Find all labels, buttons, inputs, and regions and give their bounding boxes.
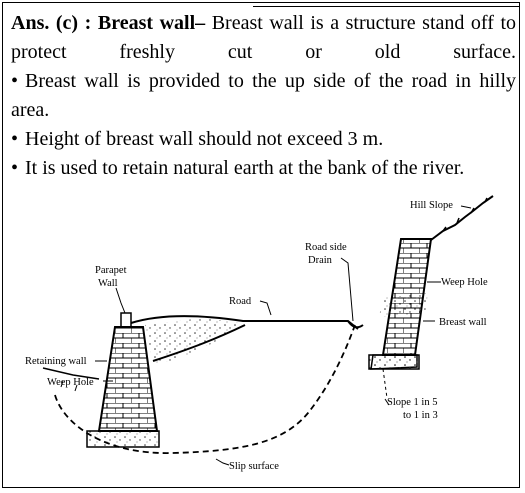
label-road-side-drain-line2: Drain — [308, 255, 333, 266]
label-slip-surface: Slip surface — [229, 461, 279, 472]
bullet-text: Breast wall is provided to the up side o… — [11, 70, 516, 121]
label-parapet-wall-line1: Parapet — [95, 265, 127, 276]
label-weep-hole-left: Weep Hole — [47, 377, 94, 388]
bullet-text: Height of breast wall should not exceed … — [25, 128, 384, 150]
breast-wall — [368, 238, 433, 370]
road-side-drain — [347, 320, 364, 329]
label-weep-hole-right: Weep Hole — [441, 277, 488, 288]
bullet-text: It is used to retain natural earth at th… — [25, 157, 465, 179]
bullet-item: • Height of breast wall should not exceed… — [11, 125, 516, 154]
leader-lines — [95, 205, 472, 466]
embankment-slope — [152, 324, 246, 362]
retaining-wall — [86, 312, 160, 448]
slope-indicator — [382, 368, 388, 399]
bullet-dot-icon: • — [11, 157, 19, 179]
bullet-item: • It is used to retain natural earth at t… — [11, 154, 516, 183]
ground-hatch — [60, 380, 78, 392]
label-road: Road — [229, 296, 252, 307]
road-surface — [130, 315, 359, 330]
answer-prefix: Ans. (c) : Breast wall — [11, 12, 196, 34]
label-slope-line1: Slope 1 in 5 — [387, 397, 437, 408]
breast-wall-diagram: Hill Slope Road side Drain Weep Hole Par… — [25, 195, 494, 472]
cropped-header-strip — [253, 3, 519, 7]
answer-dash: – — [195, 12, 206, 34]
label-parapet-wall-line2: Wall — [98, 278, 118, 289]
answer-text: Ans. (c) : Breast wall– Breast wall is a… — [11, 9, 516, 183]
hill-hatch — [442, 197, 488, 232]
label-retaining-wall: Retaining wall — [25, 356, 87, 367]
ground-left — [42, 367, 100, 380]
label-slope-line2: to 1 in 3 — [403, 410, 438, 421]
road-fill — [145, 318, 243, 363]
answer-panel: Ans. (c) : Breast wall– Breast wall is a… — [2, 2, 520, 488]
answer-definition: Breast wall is a structure stand off to … — [11, 12, 516, 63]
bullet-dot-icon: • — [11, 70, 19, 92]
label-road-side-drain-line1: Road side — [305, 242, 347, 253]
label-hill-slope: Hill Slope — [410, 200, 453, 211]
label-breast-wall: Breast wall — [439, 317, 487, 328]
bullet-item: •Breast wall is provided to the up side … — [11, 67, 516, 125]
bullet-dot-icon: • — [11, 128, 19, 150]
answer-paragraph: Ans. (c) : Breast wall– Breast wall is a… — [11, 9, 516, 67]
slip-surface-line — [54, 324, 356, 454]
